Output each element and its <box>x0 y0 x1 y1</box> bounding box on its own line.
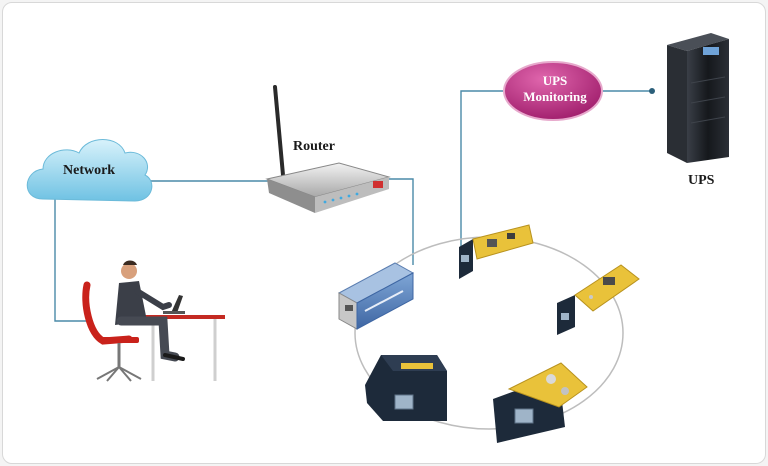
router-icon <box>265 85 391 213</box>
network-card-icon <box>459 224 534 279</box>
network-card-icon <box>493 362 588 443</box>
ups-monitoring-line1: UPS <box>542 73 568 88</box>
ups-monitoring-line2: Monitoring <box>523 89 587 104</box>
network-label: Network <box>63 163 116 178</box>
ups-connector-dot <box>649 88 655 94</box>
ups-monitoring-label: UPS Monitoring <box>507 73 603 105</box>
ups-label: UPS <box>688 173 715 188</box>
link-ring-monitoring <box>460 90 503 253</box>
converter-box-icon <box>337 262 415 330</box>
cloud-icon <box>26 139 153 202</box>
network-card-icon <box>365 355 447 421</box>
ups-monitoring-bubble <box>503 61 603 121</box>
network-card-icon <box>557 264 640 335</box>
network-diagram <box>26 33 729 443</box>
link-router-ring <box>383 178 414 265</box>
link-network-user <box>54 199 93 322</box>
ups-tower-icon <box>667 33 729 163</box>
person-at-desk-icon <box>82 260 225 382</box>
link-lines <box>54 90 651 322</box>
router-label: Router <box>293 139 335 154</box>
